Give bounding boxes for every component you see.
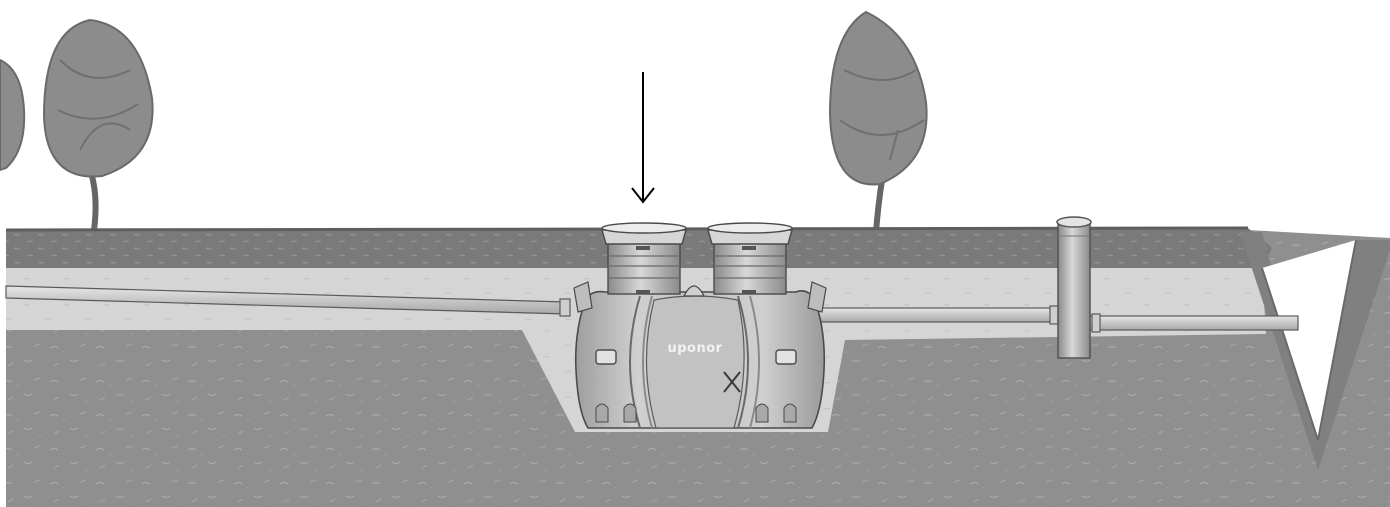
sampling-well — [1056, 216, 1092, 359]
tree-icon — [828, 10, 928, 233]
tree-icon — [42, 18, 154, 231]
tank-riser-outlet — [707, 222, 793, 295]
tank-riser-inlet — [601, 222, 687, 295]
tree-icon — [0, 58, 26, 172]
outlet-pipe — [817, 305, 1059, 325]
inlet-pipe — [5, 285, 571, 317]
discharge-pipe — [1089, 313, 1299, 333]
down-arrow-icon — [631, 72, 655, 204]
septic-tank: uponor — [573, 281, 827, 429]
brand-label: uponor — [667, 341, 722, 356]
